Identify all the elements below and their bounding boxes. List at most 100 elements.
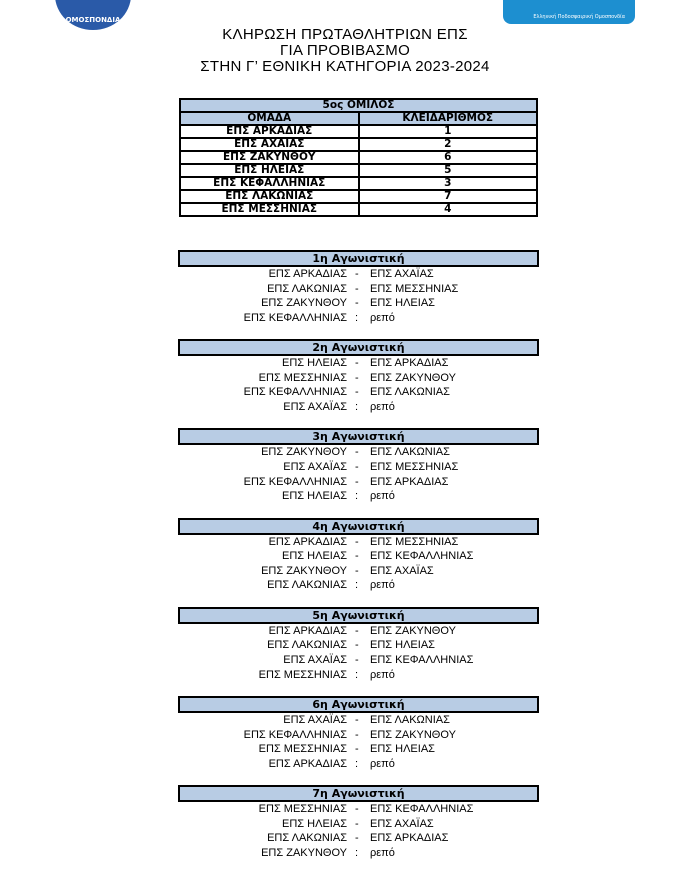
away-team: ΕΠΣ ΗΛΕΙΑΣ: [370, 639, 435, 652]
home-team: ΕΠΣ ΖΑΚΥΝΘΟΥ: [261, 846, 347, 859]
home-team: ΕΠΣ ΑΧΑΪΑΣ: [283, 460, 347, 473]
key-number: 2: [357, 137, 538, 152]
away-team: ΕΠΣ ΖΑΚΥΝΘΟΥ: [370, 624, 456, 637]
epo-logo: Ελληνική Ποδοσφαιρική Ομοσπονδία: [503, 0, 635, 24]
home-team: ΕΠΣ ΖΑΚΥΝΘΟΥ: [261, 446, 347, 459]
match-row: ΕΠΣ ΜΕΣΣΗΝΙΑΣ-ΕΠΣ ΖΑΚΥΝΘΟΥ: [0, 371, 690, 386]
separator: :: [355, 490, 359, 503]
round-title: 7η Αγωνιστική: [178, 785, 539, 803]
separator: :: [355, 846, 359, 859]
match-row: ΕΠΣ ΜΕΣΣΗΝΙΑΣ-ΕΠΣ ΚΕΦΑΛΛΗΝΙΑΣ: [0, 802, 690, 817]
match-row: ΕΠΣ ΛΑΚΩΝΙΑΣ-ΕΠΣ ΗΛΕΙΑΣ: [0, 638, 690, 653]
match-row: ΕΠΣ ΑΡΚΑΔΙΑΣ-ΕΠΣ ΑΧΑΪΑΣ: [0, 267, 690, 282]
separator: :: [355, 311, 359, 324]
home-team: ΕΠΣ ΜΕΣΣΗΝΙΑΣ: [258, 371, 347, 384]
match-row: ΕΠΣ ΑΧΑΪΑΣ-ΕΠΣ ΚΕΦΑΛΛΗΝΙΑΣ: [0, 653, 690, 668]
key-number: 7: [357, 189, 538, 204]
match-row: ΕΠΣ ΛΑΚΩΝΙΑΣ-ΕΠΣ ΜΕΣΣΗΝΙΑΣ: [0, 282, 690, 297]
separator: -: [355, 268, 359, 280]
match-row: ΕΠΣ ΗΛΕΙΑΣ: ρεπό: [0, 489, 690, 504]
home-team: ΕΠΣ ΑΧΑΪΑΣ: [283, 714, 347, 726]
away-team: ΕΠΣ ΜΕΣΣΗΝΙΑΣ: [370, 460, 459, 473]
home-team: ΕΠΣ ΑΡΚΑΔΙΑΣ: [268, 624, 347, 637]
away-team: ρεπό: [370, 311, 395, 324]
match-row: ΕΠΣ ΑΡΚΑΔΙΑΣ-ΕΠΣ ΖΑΚΥΝΘΟΥ: [0, 624, 690, 639]
separator: :: [355, 668, 359, 681]
home-team: ΕΠΣ ΛΑΚΩΝΙΑΣ: [267, 282, 347, 295]
away-team: ρεπό: [370, 846, 395, 859]
home-team: ΕΠΣ ΖΑΚΥΝΘΟΥ: [261, 564, 347, 577]
match-row: ΕΠΣ ΑΡΚΑΔΙΑΣ-ΕΠΣ ΜΕΣΣΗΝΙΑΣ: [0, 535, 690, 550]
away-team: ρεπό: [370, 668, 395, 681]
title-line: ΣΤΗΝ Γ’ ΕΘΝΙΚΗ ΚΑΤΗΓΟΡΙΑ 2023-2024: [200, 58, 490, 75]
home-team: ΕΠΣ ΑΡΚΑΔΙΑΣ: [268, 757, 347, 770]
separator: -: [355, 460, 359, 473]
match-row: ΕΠΣ ΖΑΚΥΝΘΟΥ-ΕΠΣ ΗΛΕΙΑΣ: [0, 296, 690, 311]
team-name: ΕΠΣ ΛΑΚΩΝΙΑΣ: [179, 189, 360, 204]
team-name: ΕΠΣ ΚΕΦΑΛΛΗΝΙΑΣ: [179, 176, 360, 191]
separator: -: [355, 653, 359, 666]
key-number: 6: [357, 150, 538, 165]
separator: -: [355, 535, 359, 548]
separator: :: [355, 757, 359, 770]
round-title: 1η Αγωνιστική: [178, 250, 539, 267]
separator: -: [355, 832, 359, 845]
away-team: ΕΠΣ ΑΧΑΪΑΣ: [370, 817, 434, 830]
away-team: ΕΠΣ ΛΑΚΩΝΙΑΣ: [370, 446, 450, 459]
away-team: ΕΠΣ ΗΛΕΙΑΣ: [370, 743, 435, 756]
separator: -: [355, 714, 359, 726]
away-team: ΕΠΣ ΜΕΣΣΗΝΙΑΣ: [370, 535, 459, 548]
away-team: ρεπό: [370, 490, 395, 503]
home-team: ΕΠΣ ΛΑΚΩΝΙΑΣ: [267, 579, 347, 592]
home-team: ΕΠΣ ΑΧΑΪΑΣ: [283, 400, 347, 413]
home-team: ΕΠΣ ΗΛΕΙΑΣ: [282, 490, 347, 503]
team-name: ΕΠΣ ΑΧΑΪΑΣ: [179, 137, 360, 152]
separator: :: [355, 579, 359, 592]
home-team: ΕΠΣ ΚΕΦΑΛΛΗΝΙΑΣ: [243, 386, 347, 399]
away-team: ρεπό: [370, 400, 395, 413]
round-title: 2η Αγωνιστική: [178, 339, 539, 357]
federation-logo: ΟΜΟΣΠΟΝΔΙΑ: [55, 0, 131, 30]
separator: -: [355, 803, 359, 816]
separator: -: [355, 357, 359, 370]
separator: -: [355, 446, 359, 459]
match-row: ΕΠΣ ΚΕΦΑΛΛΗΝΙΑΣ:ρεπό: [0, 311, 690, 326]
separator: -: [355, 550, 359, 563]
column-header-key: ΚΛΕΙΔΑΡΙΘΜΟΣ: [357, 111, 538, 126]
home-team: ΕΠΣ ΑΧΑΪΑΣ: [283, 653, 347, 666]
away-team: ΕΠΣ ΛΑΚΩΝΙΑΣ: [370, 386, 450, 399]
home-team: ΕΠΣ ΚΕΦΑΛΛΗΝΙΑΣ: [243, 475, 347, 488]
match-row: ΕΠΣ ΑΡΚΑΔΙΑΣ:ρεπό: [0, 757, 690, 772]
home-team: ΕΠΣ ΗΛΕΙΑΣ: [282, 550, 347, 563]
round-title: 5η Αγωνιστική: [178, 606, 539, 624]
separator: :: [355, 400, 359, 413]
separator: -: [355, 743, 359, 756]
match-row: ΕΠΣ ΖΑΚΥΝΘΟΥ-ΕΠΣ ΛΑΚΩΝΙΑΣ: [0, 445, 690, 460]
separator: -: [355, 728, 359, 741]
separator: -: [355, 624, 359, 637]
team-name: ΕΠΣ ΗΛΕΙΑΣ: [179, 163, 360, 178]
match-row: ΕΠΣ ΗΛΕΙΑΣ-ΕΠΣ ΚΕΦΑΛΛΗΝΙΑΣ: [0, 549, 690, 564]
match-row: ΕΠΣ ΑΧΑΪΑΣ: ρεπό: [0, 400, 690, 415]
team-name: ΕΠΣ ΜΕΣΣΗΝΙΑΣ: [179, 202, 360, 217]
round-title: 6η Αγωνιστική: [178, 696, 539, 713]
key-number: 5: [357, 163, 538, 178]
home-team: ΕΠΣ ΑΡΚΑΔΙΑΣ: [268, 535, 347, 548]
match-row: ΕΠΣ ΚΕΦΑΛΛΗΝΙΑΣ-ΕΠΣ ΖΑΚΥΝΘΟΥ: [0, 728, 690, 743]
match-row: ΕΠΣ ΗΛΕΙΑΣ-ΕΠΣ ΑΧΑΪΑΣ: [0, 817, 690, 832]
title-line: ΚΛΗΡΩΣΗ ΠΡΩΤΑΘΛΗΤΡΙΩΝ ΕΠΣ: [222, 26, 468, 43]
away-team: ΕΠΣ ΑΡΚΑΔΙΑΣ: [370, 475, 449, 488]
column-header-team: ΟΜΑΔΑ: [179, 111, 360, 126]
away-team: ΕΠΣ ΑΧΑΪΑΣ: [370, 268, 434, 280]
separator: -: [355, 639, 359, 652]
separator: -: [355, 282, 359, 295]
key-number: 1: [357, 124, 538, 139]
key-number: 3: [357, 176, 538, 191]
